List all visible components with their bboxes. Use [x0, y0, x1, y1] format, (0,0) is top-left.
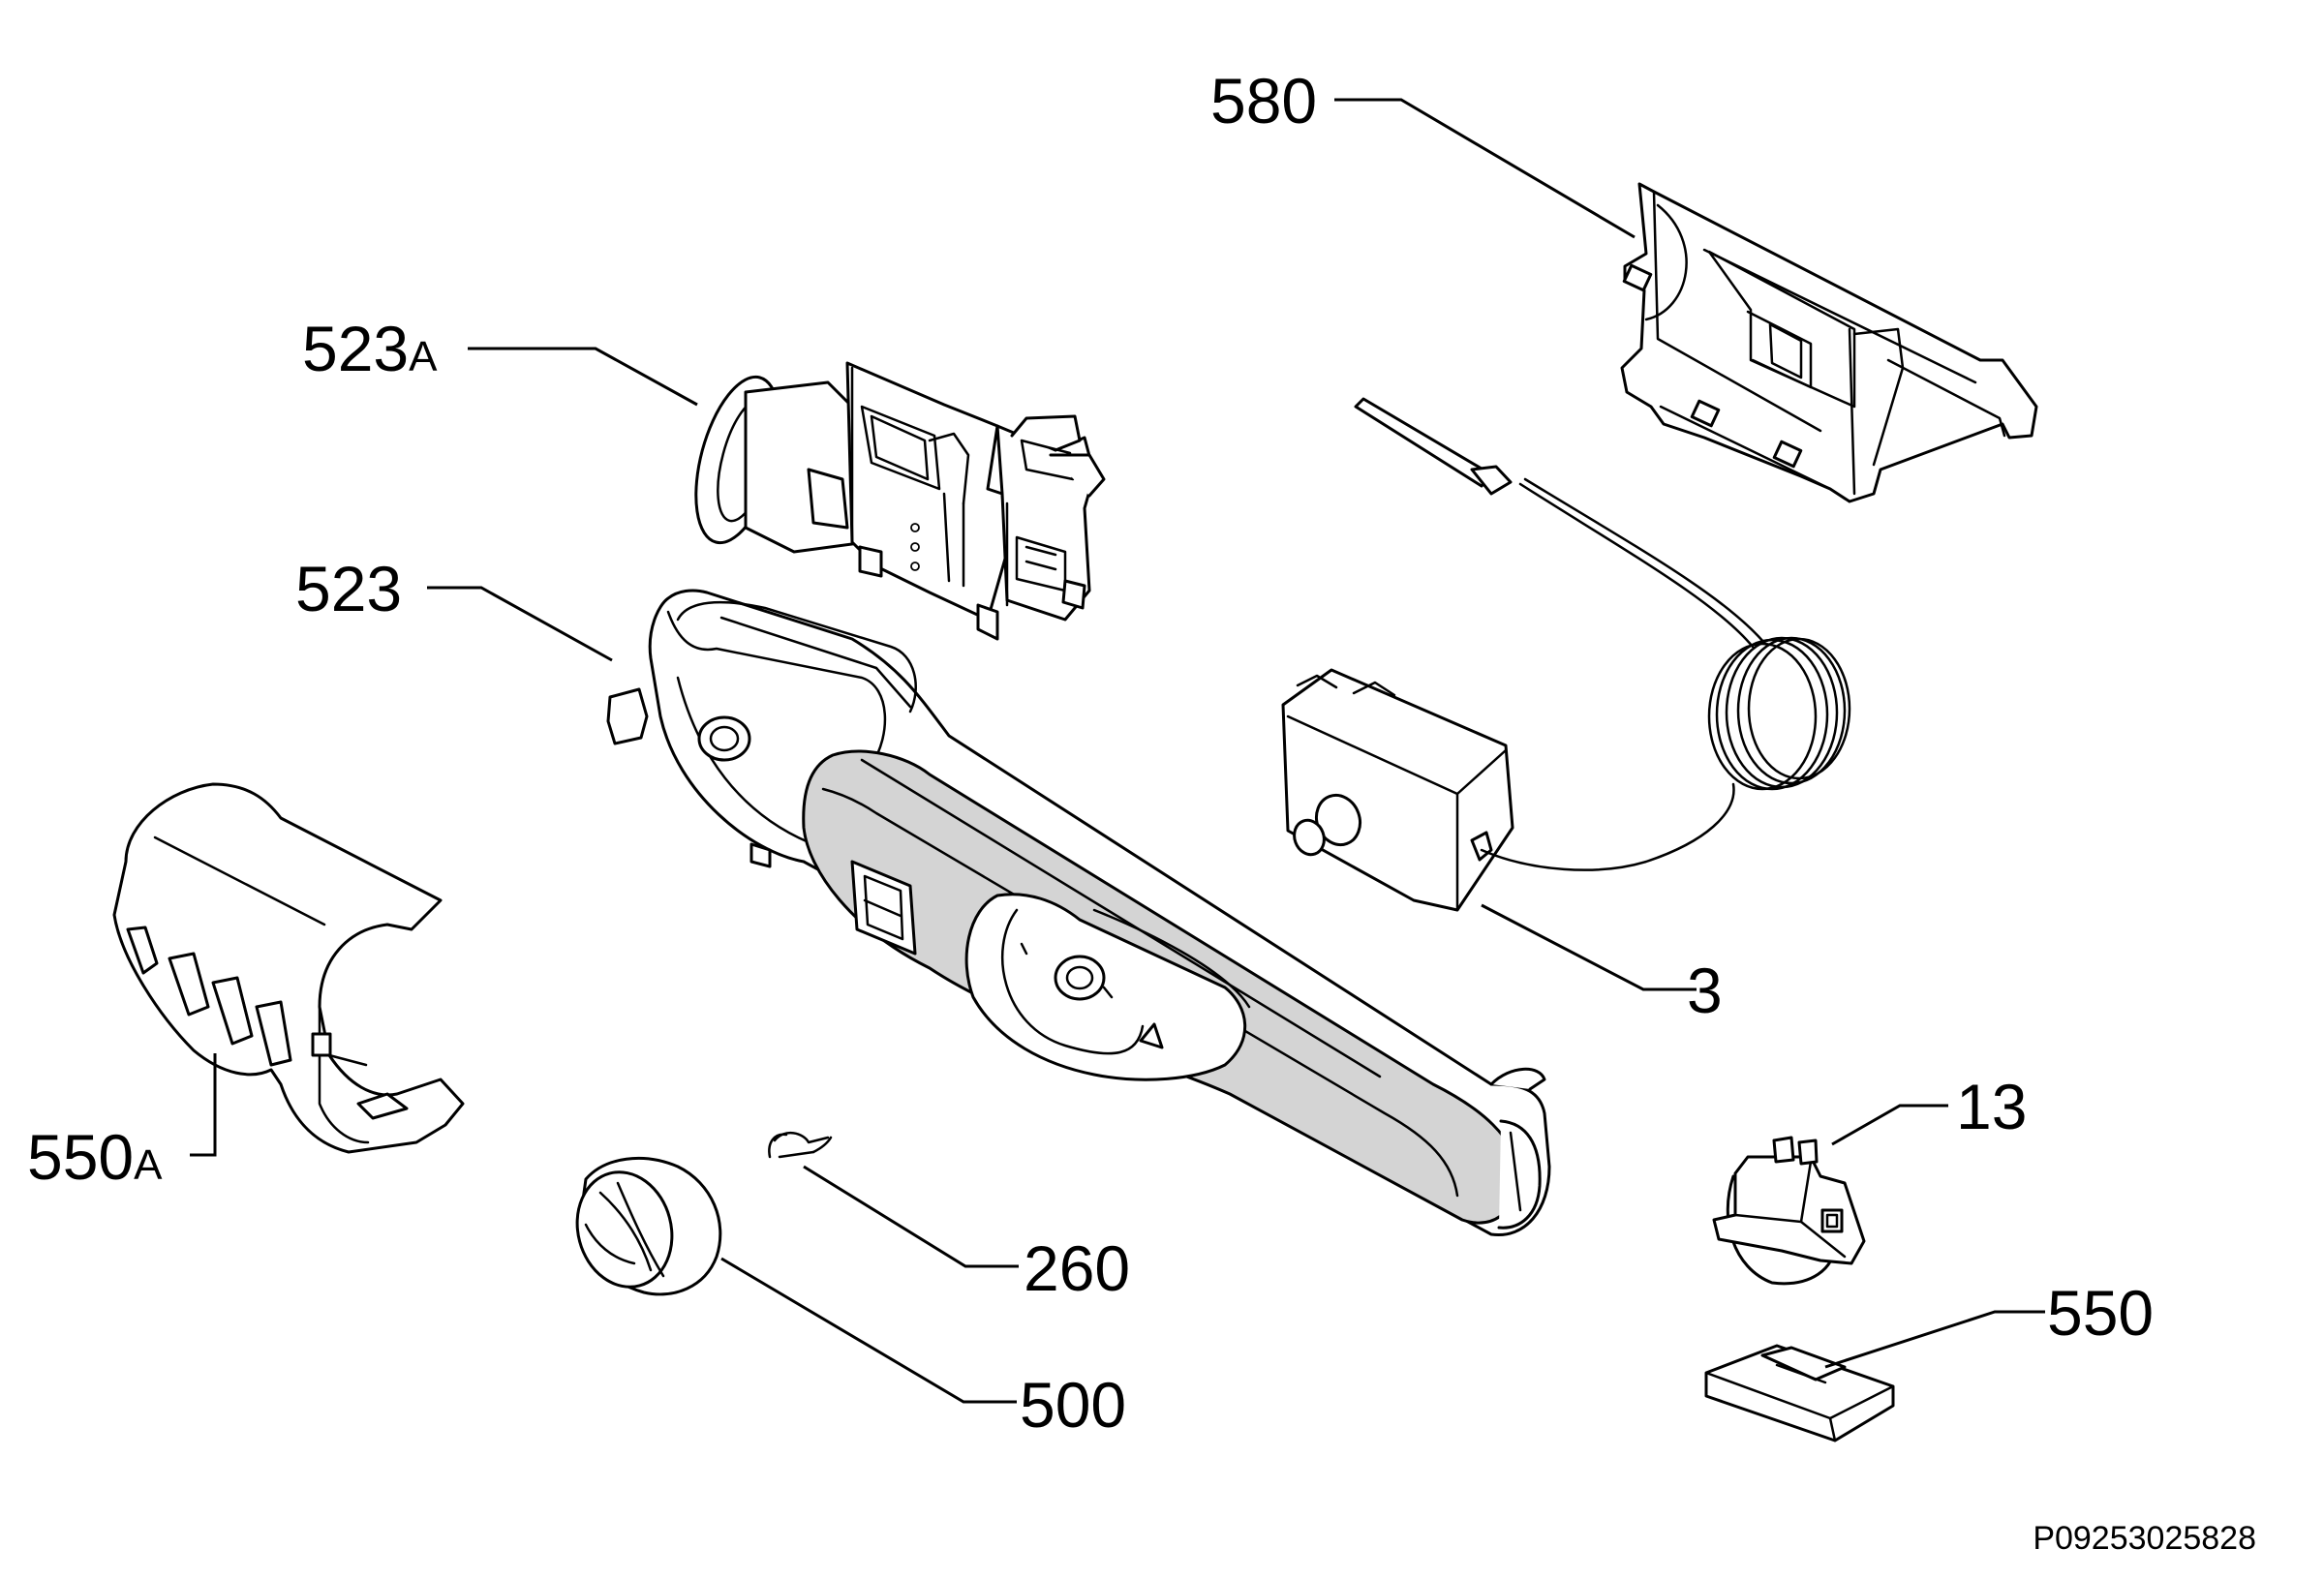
callout-523a: 523A: [302, 313, 438, 384]
leader-523a: [468, 347, 698, 407]
part-13-lamp-holder: [1712, 1136, 1866, 1286]
callout-500: 500: [1020, 1369, 1126, 1441]
leader-550: [1824, 1310, 2045, 1369]
part-260-spring-clip: [768, 1132, 833, 1159]
reference-code: P09253025828: [2033, 1520, 2256, 1557]
callout-523: 523: [295, 553, 402, 624]
part-550-lamp-base: [1704, 1344, 1895, 1442]
callout-13: 13: [1956, 1071, 2027, 1142]
part-500-knob: [575, 1156, 722, 1296]
callout-3: 3: [1687, 955, 1723, 1026]
part-523-housing: [606, 589, 1551, 1237]
callout-550a: 550A: [27, 1121, 163, 1193]
leader-523: [427, 586, 613, 662]
leader-550a: [190, 1053, 217, 1157]
leader-500: [720, 1257, 1017, 1404]
leader-13: [1831, 1104, 1948, 1146]
part-523a-switch-assembly: [694, 361, 1106, 641]
leader-260: [803, 1165, 1019, 1268]
callout-580: 580: [1210, 65, 1317, 137]
leader-580: [1334, 98, 1636, 239]
part-550a-lamp-cover: [112, 782, 465, 1154]
leader-3: [1481, 903, 1697, 991]
callout-550: 550: [2047, 1277, 2154, 1349]
part-3-thermostat: [1281, 397, 1851, 912]
callout-260: 260: [1024, 1232, 1130, 1304]
part-580-bracket: [1620, 182, 2038, 503]
